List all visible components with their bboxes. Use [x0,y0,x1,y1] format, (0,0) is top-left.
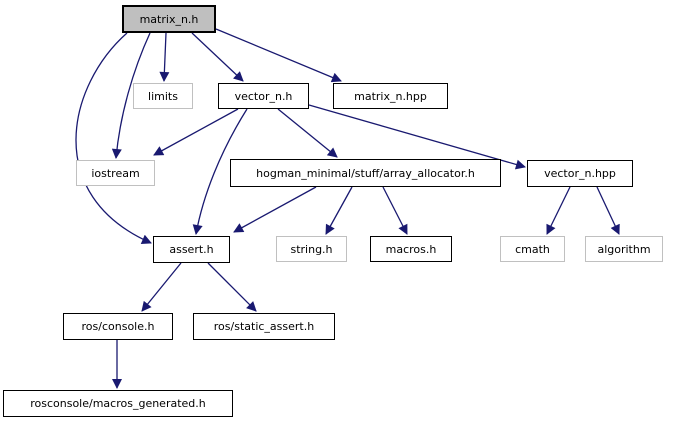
node-cmath: cmath [500,236,565,262]
node-assert_h[interactable]: assert.h [153,236,230,263]
edge-array_allocator-assert_h [233,186,317,233]
edge-assert_h-ros_console_h [141,262,182,312]
node-matrix_n_hpp[interactable]: matrix_n.hpp [333,83,448,109]
edge-vector_n_hpp-algorithm [596,186,620,235]
node-vector_n_h[interactable]: vector_n.h [218,83,309,109]
node-matrix_n_h: matrix_n.h [122,5,216,33]
edge-matrix_n_h-assert_h [75,32,152,244]
edge-matrix_n_h-matrix_n_hpp [215,28,342,83]
node-array_allocator[interactable]: hogman_minimal/stuff/array_allocator.h [230,159,501,187]
node-macros_h[interactable]: macros.h [370,236,452,262]
edge-vector_n_h-array_allocator [277,108,338,158]
node-algorithm: algorithm [585,236,663,262]
node-vector_n_hpp[interactable]: vector_n.hpp [527,160,633,187]
edge-matrix_n_h-limits [159,32,170,82]
node-ros_console_h[interactable]: ros/console.h [63,313,173,340]
edge-vector_n_hpp-cmath [546,186,571,235]
edge-array_allocator-macros_h [382,186,408,235]
edge-array_allocator-string_h [325,186,353,235]
node-rosconsole_macros_generated_h[interactable]: rosconsole/macros_generated.h [3,390,233,417]
edge-vector_n_h-vector_n_hpp [308,104,526,170]
node-string_h: string.h [276,236,347,262]
node-iostream: iostream [76,160,155,186]
edge-vector_n_h-iostream [153,108,239,156]
edge-assert_h-ros_static_assert_h [207,262,257,312]
node-ros_static_assert_h[interactable]: ros/static_assert.h [193,313,335,340]
node-limits: limits [133,83,193,109]
edge-matrix_n_h-vector_n_h [191,32,244,82]
